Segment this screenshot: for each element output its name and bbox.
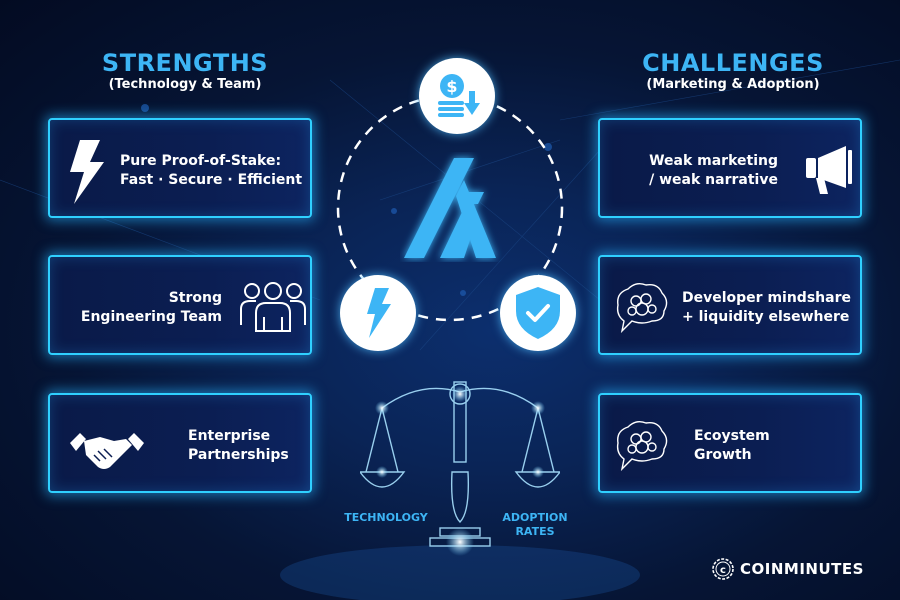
strengths-heading: STRENGTHS (Technology & Team) <box>85 50 285 93</box>
challenge-line1: Ecoystem <box>694 428 770 444</box>
svg-text:$: $ <box>446 77 457 96</box>
challenge-line1: Developer mindshare <box>682 290 851 306</box>
strength-line2: Partnerships <box>188 447 289 463</box>
megaphone-icon <box>806 146 852 194</box>
challenge-card-mindshare: Developer mindshare + liquidity elsewher… <box>598 255 862 355</box>
handshake-icon <box>70 433 144 469</box>
strength-card-partnerships: Enterprise Partnerships <box>48 393 312 493</box>
balance-scale-icon <box>360 381 560 556</box>
scale-label-adoption: ADOPTION RATES <box>490 511 580 539</box>
coinminutes-brand: c COINMINUTES <box>712 558 864 580</box>
brain-bubble-icon <box>616 420 668 471</box>
challenge-line2: Growth <box>694 447 752 463</box>
money-down-icon: $ <box>438 74 480 117</box>
strength-line2: Engineering Team <box>80 309 222 325</box>
shield-badge <box>500 275 576 351</box>
lightning-icon <box>367 288 391 338</box>
challenge-line2: / weak narrative <box>649 172 778 188</box>
strength-line1: Enterprise <box>188 428 271 444</box>
challenges-title: CHALLENGES <box>642 49 824 77</box>
challenge-card-marketing: Weak marketing / weak narrative <box>598 118 862 218</box>
svg-text:c: c <box>720 565 726 576</box>
money-down-badge: $ <box>419 58 495 134</box>
shield-check-icon <box>516 287 560 339</box>
lightning-badge <box>340 275 416 351</box>
team-icon <box>240 282 306 332</box>
challenge-card-ecosystem: Ecoystem Growth <box>598 393 862 493</box>
coinminutes-logo-icon: c <box>712 558 734 580</box>
strength-card-pos: Pure Proof-of-Stake: Fast · Secure · Eff… <box>48 118 312 218</box>
strengths-title: STRENGTHS <box>101 49 269 77</box>
strength-line2: Fast · Secure · Efficient <box>120 172 303 188</box>
strengths-subtitle: (Technology & Team) <box>108 77 262 92</box>
algorand-logo <box>404 158 496 258</box>
challenges-subtitle: (Marketing & Adoption) <box>646 77 820 92</box>
scale-label-adoption-line1: ADOPTION <box>502 511 568 524</box>
scale-label-technology: TECHNOLOGY <box>344 511 428 524</box>
strength-line1: Pure Proof-of-Stake: <box>120 153 282 169</box>
brain-bubble-icon <box>616 282 668 333</box>
strength-card-team: Strong Engineering Team <box>48 255 312 355</box>
challenge-line1: Weak marketing <box>649 153 778 169</box>
brand-name: COINMINUTES <box>740 560 864 578</box>
challenge-line2: + liquidity elsewhere <box>682 309 850 325</box>
scale-label-adoption-line2: RATES <box>515 525 555 538</box>
lightning-icon <box>70 140 104 204</box>
strength-line1: Strong <box>168 290 222 306</box>
challenges-heading: CHALLENGES (Marketing & Adoption) <box>623 50 843 93</box>
